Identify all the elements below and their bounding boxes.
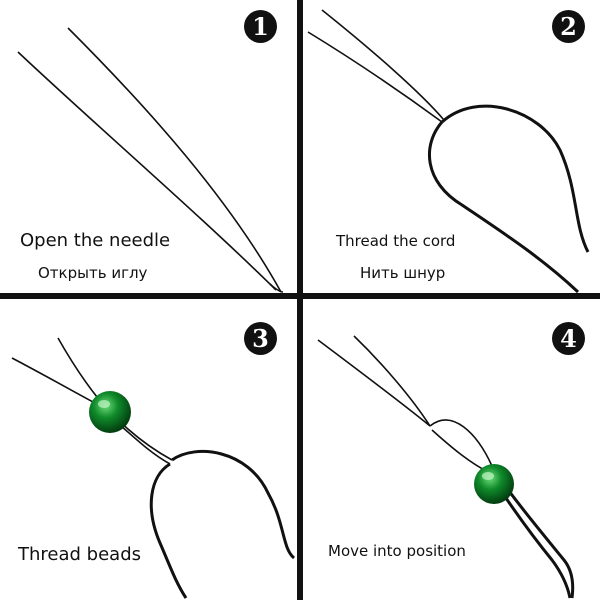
step-number-badge: 4: [552, 322, 585, 355]
step-4-panel: 4 Move into position: [302, 298, 600, 600]
bead-positioned-illustration: [317, 335, 575, 599]
step-number-badge: 3: [244, 322, 277, 355]
step-caption-ru: Открыть иглу: [38, 264, 148, 282]
green-bead-icon: [89, 391, 131, 433]
step-caption-en: Thread the cord: [336, 232, 456, 250]
needle-open-illustration: [17, 27, 284, 293]
green-bead-icon: [474, 464, 514, 504]
step-number-badge: 2: [552, 10, 585, 43]
step-1-panel: 1 Open the needle Открыть иглу: [0, 0, 298, 294]
step-number-badge: 1: [244, 10, 277, 43]
step-caption-en: Thread beads: [18, 544, 141, 565]
step-caption-en: Open the needle: [20, 230, 171, 251]
cord-threaded-illustration: [307, 9, 590, 294]
step-caption-en: Move into position: [328, 542, 466, 560]
bead-threading-illustration: [11, 337, 296, 599]
step-3-panel: 3 Thread beads: [0, 298, 298, 600]
horizontal-divider: [0, 293, 600, 299]
step-caption-ru: Нить шнур: [360, 264, 446, 282]
vertical-divider: [297, 0, 303, 600]
step-2-panel: 2 Thread the cord Нить шнур: [302, 0, 600, 294]
